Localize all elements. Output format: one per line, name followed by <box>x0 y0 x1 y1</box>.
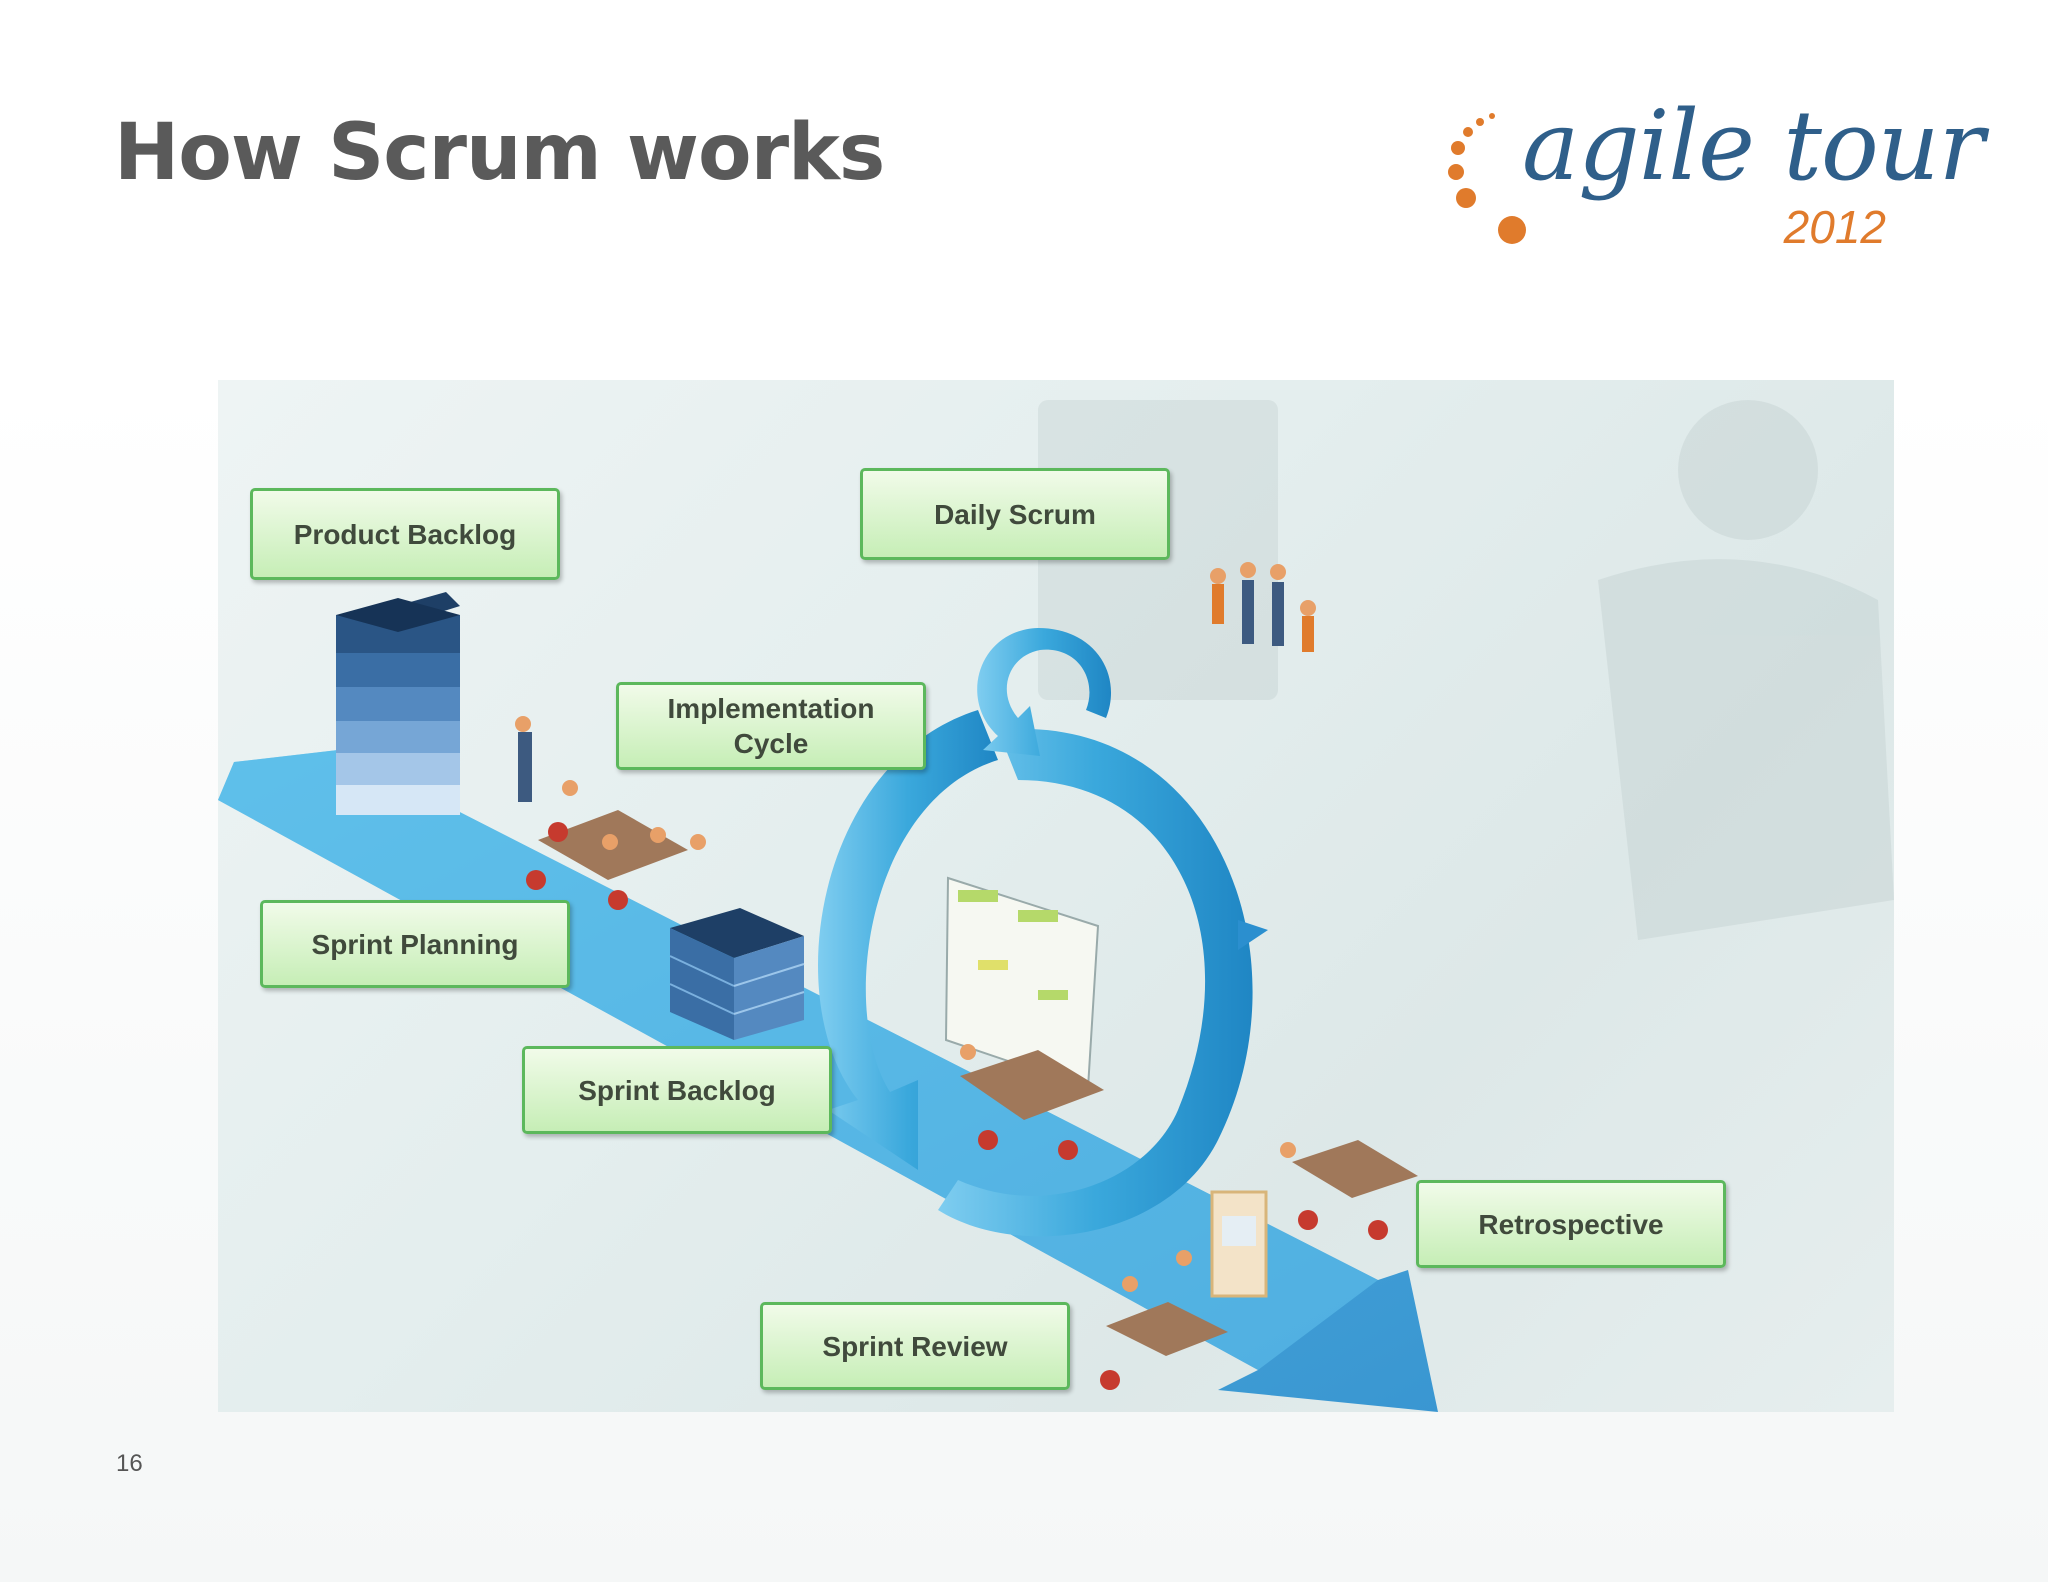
product-backlog-stack <box>336 592 460 815</box>
agile-tour-logo: agile tour 2012 <box>1430 90 1985 260</box>
logo-year: 2012 <box>1783 201 1886 253</box>
daily-scrum-label: Daily Scrum <box>860 468 1170 560</box>
implementation-cycle-label: Implementation Cycle <box>616 682 926 770</box>
implementation-cycle-loop <box>818 710 1268 1237</box>
page-number: 16 <box>116 1450 143 1477</box>
product-backlog-label: Product Backlog <box>250 488 560 580</box>
sprint-backlog-label: Sprint Backlog <box>522 1046 832 1134</box>
scrum-diagram: Product Backlog Daily Scrum Implementati… <box>218 380 1894 1412</box>
slide-title: How Scrum works <box>114 108 885 198</box>
logo-dots-icon <box>1448 113 1526 244</box>
people-figures <box>515 562 1388 1390</box>
retrospective-label: Retrospective <box>1416 1180 1726 1268</box>
review-board <box>1210 1190 1268 1298</box>
sprint-backlog-stack <box>669 908 805 1040</box>
logo-name: agile tour <box>1522 90 1985 202</box>
daily-scrum-loop <box>977 628 1112 756</box>
sprint-planning-label: Sprint Planning <box>260 900 570 988</box>
sprint-review-label: Sprint Review <box>760 1302 1070 1390</box>
